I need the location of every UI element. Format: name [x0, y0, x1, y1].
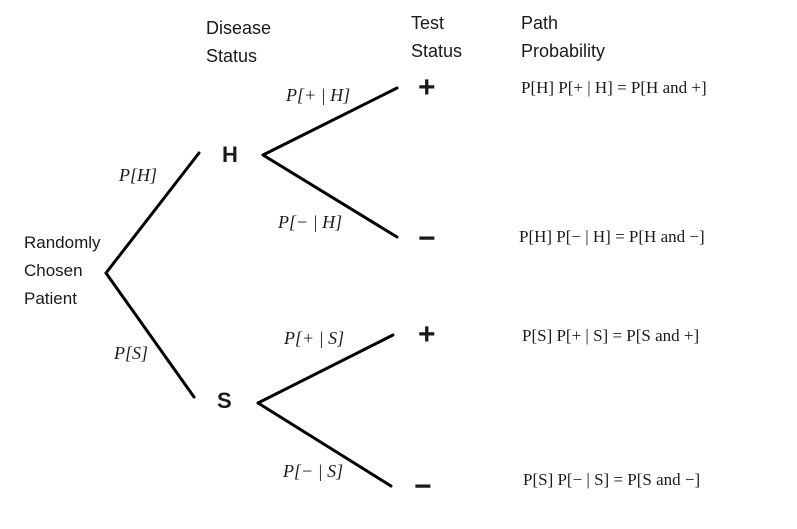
outcome-h-minus: − [418, 222, 436, 255]
edge-label-h-minus: P[− | H] [277, 212, 342, 232]
edge-label-s-minus: P[− | S] [282, 461, 343, 481]
root-label-line-1: Randomly [24, 233, 101, 252]
outcome-s-minus: − [414, 470, 432, 503]
disease-header-line-1: Disease [206, 18, 271, 38]
path-prob-h-minus: P[H] P[− | H] = P[H and −] [519, 227, 705, 246]
root-label-line-3: Patient [24, 289, 77, 308]
path-prob-s-plus: P[S] P[+ | S] = P[S and +] [522, 326, 699, 345]
edge-label-s-plus: P[+ | S] [283, 328, 344, 348]
outcome-s-plus: + [418, 318, 436, 351]
branch-root-to-h [104, 151, 201, 275]
branch-root-to-s [104, 271, 196, 399]
path-header-line-2: Probability [521, 41, 605, 61]
branch-h-to-minus [261, 153, 399, 239]
edge-label-h-plus: P[+ | H] [285, 85, 350, 105]
edge-label-root-h: P[H] [118, 165, 157, 185]
node-sick: S [217, 388, 232, 413]
test-header-line-2: Status [411, 41, 462, 61]
path-prob-s-minus: P[S] P[− | S] = P[S and −] [523, 470, 700, 489]
path-header-line-1: Path [521, 13, 558, 33]
test-header-line-1: Test [411, 13, 444, 33]
path-prob-h-plus: P[H] P[+ | H] = P[H and +] [521, 78, 707, 97]
edge-label-root-s: P[S] [113, 343, 148, 363]
branch-h-to-plus [261, 86, 399, 157]
branch-s-to-minus [256, 401, 393, 488]
root-label-line-2: Chosen [24, 261, 83, 280]
node-healthy: H [222, 142, 238, 167]
outcome-h-plus: + [418, 71, 436, 104]
disease-header-line-2: Status [206, 46, 257, 66]
branch-s-to-plus [256, 333, 395, 405]
